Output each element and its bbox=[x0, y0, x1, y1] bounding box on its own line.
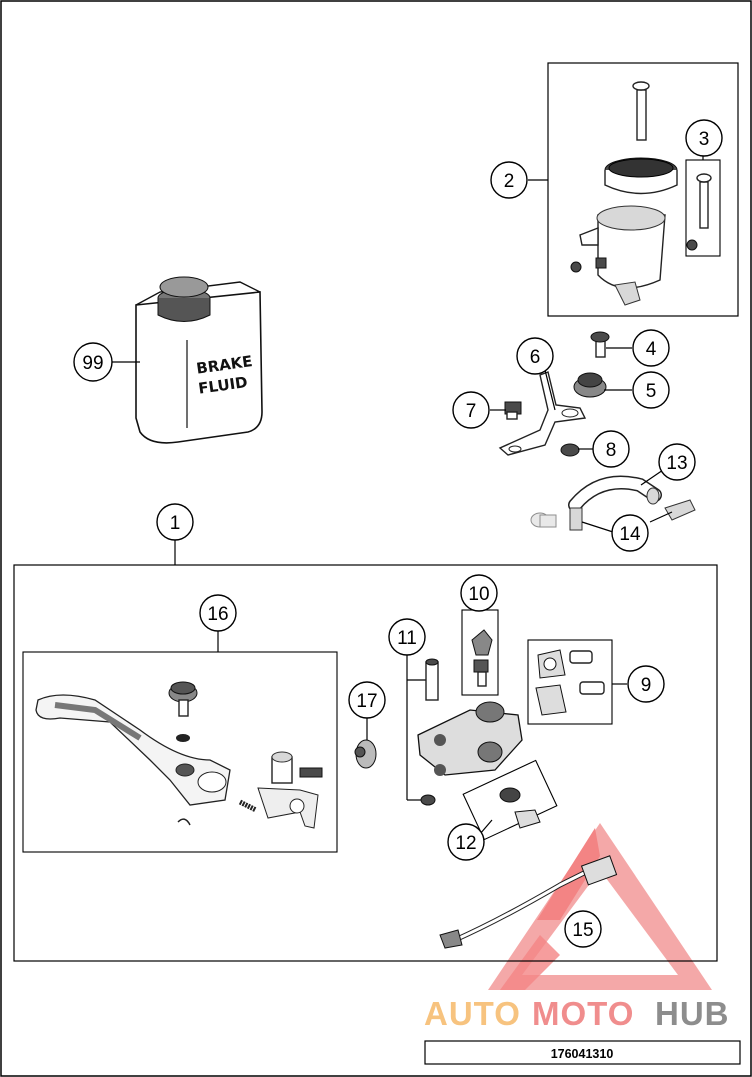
svg-text:12: 12 bbox=[455, 833, 476, 854]
reservoir-cap-screw bbox=[632, 81, 650, 141]
watermark-auto: AUTO bbox=[424, 995, 521, 1032]
bracket-6 bbox=[498, 371, 587, 456]
watermark-moto: MOTO bbox=[532, 995, 634, 1032]
dust-cover-17 bbox=[354, 739, 377, 769]
lever-pivot-parts bbox=[177, 751, 323, 829]
svg-text:15: 15 bbox=[572, 920, 593, 941]
handlebar-clamp-9 bbox=[535, 649, 605, 716]
rubber-grommet-5 bbox=[573, 372, 607, 398]
callout-17: 17 bbox=[348, 681, 386, 719]
master-cylinder-assembly-box bbox=[13, 564, 718, 962]
callout-11: 11 bbox=[388, 618, 426, 656]
svg-text:9: 9 bbox=[641, 675, 652, 696]
callout-5: 5 bbox=[632, 371, 670, 409]
callout-14: 14 bbox=[611, 514, 649, 552]
callout-2: 2 bbox=[490, 161, 528, 199]
wiring-harness-15 bbox=[439, 855, 618, 949]
callout-9: 9 bbox=[627, 665, 665, 703]
watermark-hub: HUB bbox=[655, 995, 730, 1032]
callout-16: 16 bbox=[199, 594, 237, 632]
svg-text:5: 5 bbox=[646, 381, 657, 402]
svg-text:13: 13 bbox=[666, 453, 687, 474]
svg-text:17: 17 bbox=[356, 691, 377, 712]
drawing-number-box bbox=[424, 1040, 741, 1065]
callout-3: 3 bbox=[685, 119, 723, 157]
callout-4: 4 bbox=[632, 329, 670, 367]
brake-lever bbox=[35, 694, 231, 806]
watermark-text: AUTO MOTO HUB bbox=[424, 995, 730, 1032]
svg-text:14: 14 bbox=[619, 524, 641, 545]
callout-1: 1 bbox=[156, 503, 194, 541]
cap-screw bbox=[686, 173, 712, 251]
hose-clamp-14 bbox=[530, 499, 696, 531]
drawing-number: 176041310 bbox=[551, 1047, 614, 1061]
svg-text:6: 6 bbox=[530, 347, 541, 368]
reservoir-group-box bbox=[547, 62, 739, 317]
svg-text:7: 7 bbox=[466, 401, 477, 422]
clamp-kit-box bbox=[527, 639, 613, 725]
svg-text:10: 10 bbox=[468, 584, 489, 605]
reservoir-cap bbox=[604, 157, 678, 195]
callout-12: 12 bbox=[447, 823, 485, 861]
callout-13: 13 bbox=[658, 443, 696, 481]
svg-text:1: 1 bbox=[170, 513, 181, 534]
callout-6: 6 bbox=[516, 337, 554, 375]
svg-text:8: 8 bbox=[606, 440, 617, 461]
stop-light-switch-12 bbox=[499, 787, 541, 829]
callout-15: 15 bbox=[564, 910, 602, 948]
bleeder-valve-10 bbox=[471, 629, 493, 687]
reservoir-body bbox=[570, 205, 666, 306]
screw-7 bbox=[504, 401, 522, 420]
brake-fluid-bottle: BRAKE FLUID bbox=[135, 276, 263, 444]
hose-13 bbox=[568, 475, 662, 512]
callout-99: 99 bbox=[73, 342, 113, 382]
svg-text:4: 4 bbox=[646, 339, 657, 360]
master-cylinder bbox=[417, 658, 523, 806]
svg-text:99: 99 bbox=[82, 353, 103, 374]
nut-8 bbox=[560, 443, 580, 457]
adjuster-knob bbox=[168, 681, 198, 742]
callout-8: 8 bbox=[592, 430, 630, 468]
svg-text:11: 11 bbox=[397, 628, 417, 649]
svg-text:16: 16 bbox=[207, 604, 228, 625]
callout-10: 10 bbox=[460, 574, 498, 612]
bracket-screw-4 bbox=[590, 331, 610, 358]
lever-kit-box bbox=[22, 651, 338, 853]
svg-text:2: 2 bbox=[504, 171, 515, 192]
svg-text:3: 3 bbox=[699, 129, 710, 150]
callout-7: 7 bbox=[452, 391, 490, 429]
